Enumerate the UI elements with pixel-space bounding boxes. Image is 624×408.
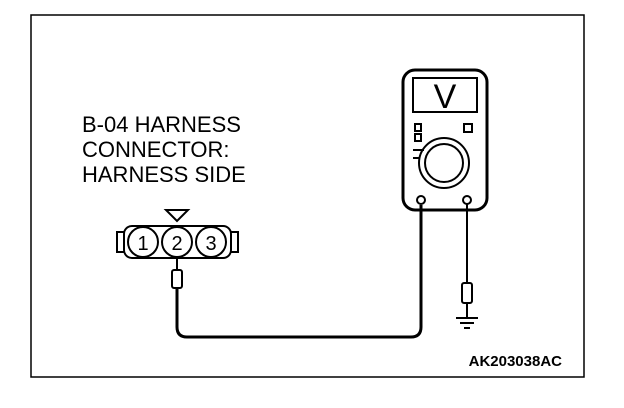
connector-label: B-04 HARNESS CONNECTOR: HARNESS SIDE (82, 112, 246, 187)
connector-label-line-1: B-04 HARNESS (82, 112, 241, 137)
positive-test-lead (175, 205, 423, 339)
pin-label-2: 2 (171, 233, 182, 255)
voltmeter: V (401, 68, 489, 212)
voltmeter-display-symbol: V (434, 78, 457, 116)
connector-label-line-2: CONNECTOR: (82, 137, 230, 162)
connector-pin-3 (195, 226, 227, 258)
harness-connector: 1 2 3 (116, 209, 239, 259)
connector-probe (171, 256, 183, 289)
diagram-frame (30, 14, 585, 378)
figure-code: AK203038AC (469, 353, 563, 370)
pin-label-3: 3 (205, 233, 216, 255)
pin-label-1: 1 (137, 233, 148, 255)
meter-dial-ticks (413, 149, 424, 159)
meter-indicator-1 (414, 123, 422, 132)
connector-label-line-3: HARNESS SIDE (82, 162, 246, 187)
meter-selector-dial-inner (424, 143, 464, 183)
meter-selector-dial (418, 137, 470, 189)
meter-terminal-left (416, 195, 426, 205)
meter-terminal-right (462, 195, 472, 205)
meter-indicator-3 (463, 123, 473, 133)
ground-probe (461, 282, 473, 304)
connector-orientation-mark (163, 209, 191, 223)
voltmeter-body (401, 68, 489, 212)
ground-lead (456, 204, 478, 329)
connector-pin-1 (127, 226, 159, 258)
probe-tip (171, 269, 183, 289)
voltmeter-display (412, 77, 478, 113)
meter-indicator-2 (414, 133, 422, 142)
